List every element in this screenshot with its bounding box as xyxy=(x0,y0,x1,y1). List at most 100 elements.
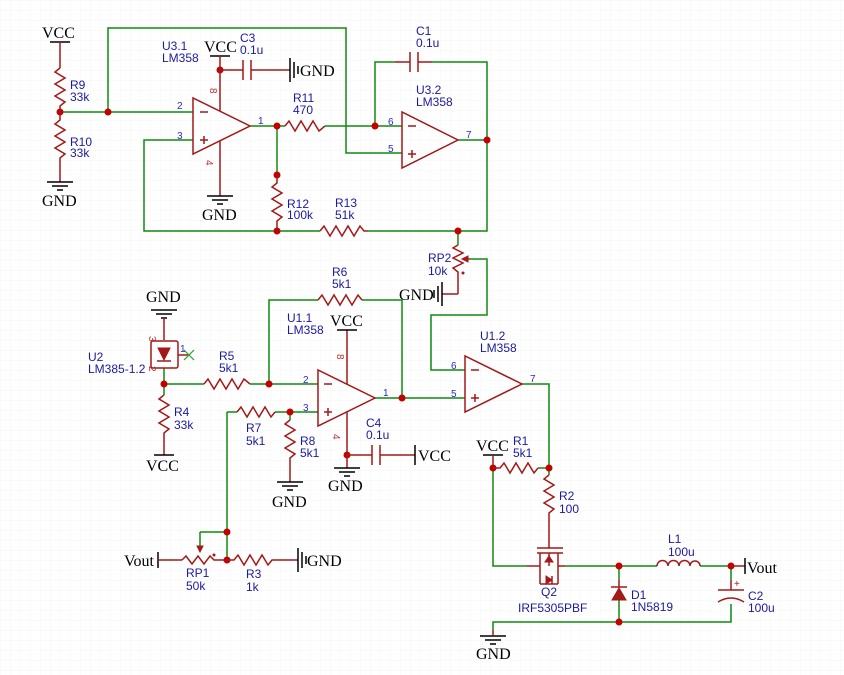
svg-text:R10: R10 xyxy=(70,135,92,149)
svg-text:GND: GND xyxy=(328,478,363,495)
svg-text:100: 100 xyxy=(559,502,579,516)
svg-text:+: + xyxy=(734,579,740,590)
gnd-symbol: GND xyxy=(476,630,511,663)
svg-text:4: 4 xyxy=(330,434,341,440)
svg-text:2: 2 xyxy=(177,101,183,112)
resistor-r1: VCC R1 5k1 xyxy=(476,434,539,475)
gnd-symbol: GND xyxy=(202,195,237,224)
svg-text:VCC: VCC xyxy=(42,25,75,42)
svg-text:470: 470 xyxy=(293,103,313,117)
svg-text:U2: U2 xyxy=(88,350,104,364)
svg-text:U3.2: U3.2 xyxy=(416,83,442,97)
svg-text:1: 1 xyxy=(383,388,389,399)
svg-text:3: 3 xyxy=(146,336,157,342)
svg-text:R13: R13 xyxy=(335,196,357,210)
gnd-symbol: GND xyxy=(146,289,181,340)
svg-text:C1: C1 xyxy=(416,24,432,38)
svg-text:U1.1: U1.1 xyxy=(287,311,313,325)
svg-text:VCC: VCC xyxy=(418,448,451,465)
svg-text:LM358: LM358 xyxy=(416,95,453,109)
opamp-u3-2: 6 5 7 U3.2 LM358 xyxy=(388,83,472,170)
gnd-symbol: GND xyxy=(399,282,458,306)
opamp-u1-1: 2 3 1 8 4 U1.1 LM358 xyxy=(287,311,389,468)
svg-text:0.1u: 0.1u xyxy=(416,36,439,50)
svg-text:8: 8 xyxy=(334,354,345,360)
svg-text:5k1: 5k1 xyxy=(246,434,266,448)
svg-text:1k: 1k xyxy=(246,580,260,594)
svg-text:5k1: 5k1 xyxy=(332,277,352,291)
resistor-r12: R12 100k xyxy=(270,175,314,231)
capacitor-c2: + C2 100u xyxy=(717,579,775,615)
svg-text:GND: GND xyxy=(476,646,511,663)
svg-text:RP1: RP1 xyxy=(186,566,210,580)
svg-text:R12: R12 xyxy=(287,197,309,211)
opamp-u3-1: 2 3 1 8 4 U3.1 LM358 xyxy=(162,39,264,196)
resistor-r5: R5 5k1 xyxy=(203,349,251,391)
svg-text:VCC: VCC xyxy=(204,39,237,56)
svg-text:0.1u: 0.1u xyxy=(240,43,263,57)
mosfet-q2: Q2 IRF5305PBF xyxy=(518,547,587,615)
vout-label: Vout xyxy=(731,558,777,577)
svg-text:5: 5 xyxy=(451,389,457,400)
resistor-r6: R6 5k1 xyxy=(317,265,363,307)
svg-text:5: 5 xyxy=(388,144,394,155)
svg-text:R1: R1 xyxy=(513,434,529,448)
svg-text:Q2: Q2 xyxy=(541,585,557,599)
svg-text:100u: 100u xyxy=(668,545,695,559)
resistor-r4: R4 33k xyxy=(157,394,194,455)
capacitor-c3: C3 0.1u xyxy=(220,31,290,80)
svg-text:GND: GND xyxy=(202,207,237,224)
svg-text:VCC: VCC xyxy=(476,438,509,455)
svg-text:GND: GND xyxy=(272,494,307,511)
resistor-r3: R3 1k GND xyxy=(227,548,342,594)
svg-text:LM358: LM358 xyxy=(480,341,517,355)
svg-text:33k: 33k xyxy=(70,146,90,160)
gnd-symbol: GND xyxy=(328,467,363,495)
svg-text:Vout: Vout xyxy=(124,553,154,570)
svg-text:1N5819: 1N5819 xyxy=(631,600,673,614)
svg-text:U3.1: U3.1 xyxy=(162,39,188,53)
svg-text:IRF5305PBF: IRF5305PBF xyxy=(518,601,587,615)
svg-text:50k: 50k xyxy=(186,579,206,593)
svg-text:C3: C3 xyxy=(240,31,256,45)
svg-text:C2: C2 xyxy=(748,589,764,603)
svg-text:R9: R9 xyxy=(70,78,86,92)
vcc-symbol: VCC xyxy=(330,313,363,331)
svg-text:1: 1 xyxy=(258,116,264,127)
svg-text:6: 6 xyxy=(388,117,394,128)
svg-text:LM385-1.2: LM385-1.2 xyxy=(88,362,146,376)
reference-diode-u2: 3 2 1 U2 LM385-1.2 xyxy=(88,336,195,376)
svg-text:100k: 100k xyxy=(287,208,314,222)
resistor-r7: R7 5k1 xyxy=(236,405,276,448)
potentiometer-rp2: RP2 10k xyxy=(428,244,470,294)
vcc-symbol: VCC xyxy=(42,25,75,62)
svg-text:3: 3 xyxy=(303,403,309,414)
svg-text:10k: 10k xyxy=(428,264,448,278)
svg-text:R5: R5 xyxy=(219,349,235,363)
svg-text:5k1: 5k1 xyxy=(300,446,320,460)
svg-text:1: 1 xyxy=(180,344,186,355)
resistor-r10: R10 33k xyxy=(53,112,92,165)
wires xyxy=(60,27,732,630)
svg-text:51k: 51k xyxy=(335,208,355,222)
resistor-r8: R8 5k1 GND xyxy=(272,419,320,511)
resistor-r2: R2 100 xyxy=(542,474,579,548)
svg-text:4: 4 xyxy=(203,160,214,166)
svg-text:6: 6 xyxy=(451,361,457,372)
svg-text:7: 7 xyxy=(530,374,536,385)
gnd-symbol: GND xyxy=(289,58,335,82)
capacitor-c4: C4 0.1u VCC xyxy=(347,416,451,465)
svg-text:GND: GND xyxy=(399,287,434,304)
svg-text:LM358: LM358 xyxy=(162,51,199,65)
svg-text:7: 7 xyxy=(466,130,472,141)
svg-text:GND: GND xyxy=(307,553,342,570)
svg-text:GND: GND xyxy=(146,289,181,306)
svg-text:8: 8 xyxy=(207,88,218,94)
svg-text:GND: GND xyxy=(300,63,335,80)
svg-text:2: 2 xyxy=(303,375,309,386)
svg-text:5k1: 5k1 xyxy=(513,446,533,460)
svg-text:VCC: VCC xyxy=(330,313,363,330)
svg-text:5k1: 5k1 xyxy=(219,361,239,375)
svg-text:R8: R8 xyxy=(300,434,316,448)
svg-text:R6: R6 xyxy=(332,265,348,279)
